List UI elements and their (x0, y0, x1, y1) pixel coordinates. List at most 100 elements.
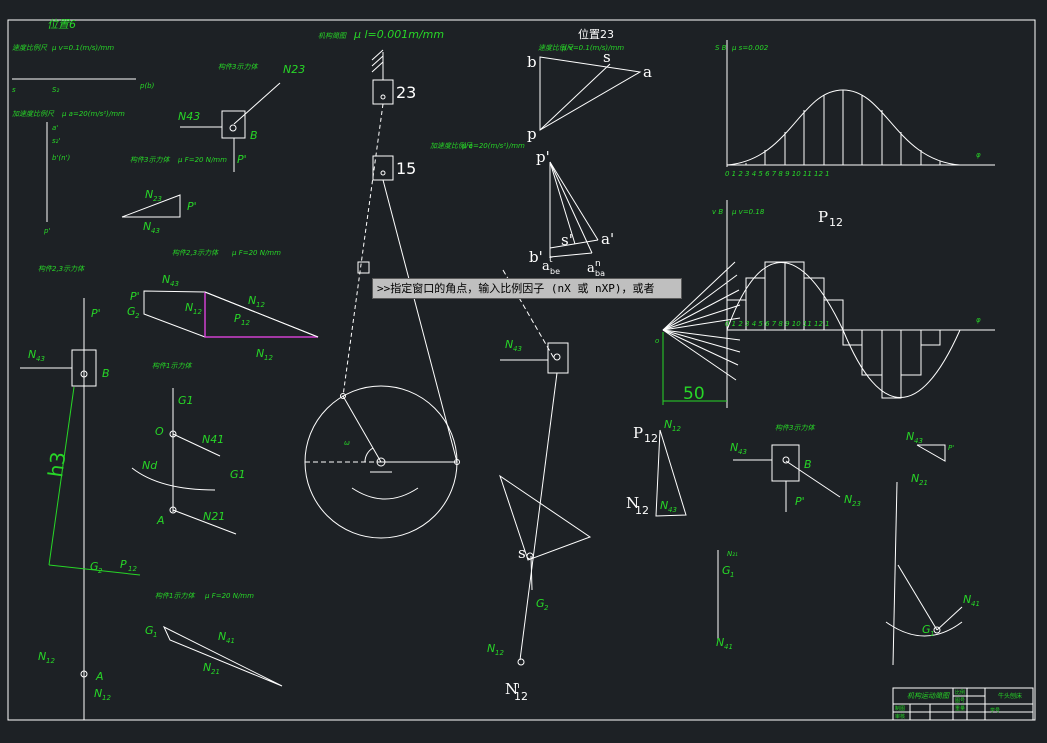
svg-text:P': P' (948, 444, 954, 452)
svg-text:构件1示力体: 构件1示力体 (152, 362, 192, 370)
svg-text:12: 12 (495, 649, 504, 657)
svg-text:41: 41 (226, 637, 235, 645)
svg-text:p': p' (43, 227, 50, 235)
svg-text:P': P' (237, 153, 247, 166)
svg-text:N: N (730, 441, 738, 454)
svg-text:μ F=20 N/mm: μ F=20 N/mm (177, 156, 227, 164)
svg-text:a: a (542, 259, 550, 274)
svg-text:43: 43 (668, 506, 677, 514)
svg-text:41: 41 (971, 600, 980, 608)
svg-text:1: 1 (930, 630, 934, 638)
svg-text:A: A (95, 670, 104, 683)
svg-text:G: G (722, 564, 731, 577)
svg-text:P': P' (91, 307, 101, 320)
svg-text:B: B (250, 129, 258, 142)
svg-text:43: 43 (170, 280, 179, 288)
svg-text:P: P (633, 424, 643, 442)
svg-text:s₂': s₂' (52, 137, 60, 145)
svg-text:μ v=0.1(m/s)/mm: μ v=0.1(m/s)/mm (561, 44, 624, 52)
svg-text:N: N (716, 636, 724, 649)
panel-position6: 位置6 速度比例尺 μ v=0.1(m/s)/mm s S₂ p(b) 加速度比… (12, 18, 155, 235)
svg-text:43: 43 (151, 227, 160, 235)
svg-text:μ a=20(m/s²)/mm: μ a=20(m/s²)/mm (61, 110, 125, 118)
svg-text:μ F=20 N/mm: μ F=20 N/mm (204, 592, 254, 600)
svg-text:N: N (145, 188, 153, 201)
svg-text:12: 12 (256, 301, 265, 309)
svg-text:N: N (143, 220, 151, 233)
svg-text:N: N (487, 642, 495, 655)
panel-position23: 位置23 速度比例尺 μ v=0.1(m/s)/mm b s a p 加速度比例… (430, 27, 652, 278)
svg-text:12: 12 (264, 354, 273, 362)
svg-text:审核: 审核 (895, 713, 905, 720)
svg-text:12: 12 (241, 319, 250, 327)
svg-text:N41: N41 (202, 433, 224, 446)
svg-text:b'(n'): b'(n') (52, 154, 70, 162)
panel-member3-top: 构件3示力体 N23 N43 B P' 构件3示力体 μ F=20 N/mm N… (121, 63, 305, 235)
svg-text:N: N (38, 650, 46, 663)
svg-text:p': p' (536, 148, 550, 166)
svg-text:21: 21 (211, 668, 220, 676)
svg-text:构件2,3示力体: 构件2,3示力体 (172, 249, 219, 257)
svg-text:2: 2 (544, 604, 549, 612)
svg-text:构件3示力体: 构件3示力体 (775, 424, 815, 432)
svg-text:N: N (203, 661, 211, 674)
svg-text:学号: 学号 (990, 707, 1000, 714)
svg-text:φ: φ (976, 151, 981, 159)
svg-text:P': P' (187, 200, 197, 213)
svg-text:N: N (248, 294, 256, 307)
svg-text:h3: h3 (43, 450, 70, 478)
svg-text:41: 41 (724, 643, 733, 651)
svg-text:构件3示力体: 构件3示力体 (130, 156, 170, 164)
sheet-border (7, 19, 1036, 721)
mechanism-diagram: 机构简图 μ l=0.001m/mm 23 15 ω (304, 28, 460, 539)
svg-text:构件1示力体: 构件1示力体 (155, 592, 195, 600)
svg-text:23: 23 (153, 195, 162, 203)
svg-text:构件3示力体: 构件3示力体 (218, 63, 258, 71)
svg-text:s: s (518, 544, 526, 562)
svg-text:N: N (844, 493, 852, 506)
svg-text:n: n (595, 259, 601, 269)
svg-text:0 1 2 3 4 5: 0 1 2 3 4 5 6 7 8 9 10 11 12 1 (725, 170, 830, 178)
svg-text:μ s=0.002: μ s=0.002 (731, 44, 769, 52)
svg-text:p(b): p(b) (139, 82, 155, 90)
svg-text:12: 12 (829, 216, 843, 229)
svg-text:a': a' (601, 230, 614, 248)
svg-text:G: G (145, 624, 154, 637)
svg-text:43: 43 (738, 448, 747, 456)
svg-text:G: G (127, 305, 136, 318)
svg-text:P': P' (130, 290, 140, 303)
svg-text:机构运动简图: 机构运动简图 (907, 692, 950, 700)
svg-text:φ: φ (976, 316, 981, 324)
svg-text:N: N (911, 472, 919, 485)
svg-text:G: G (922, 623, 931, 636)
svg-text:N: N (963, 593, 971, 606)
panel-member1: 构件1示力体 G1 O N41 Nd G1 N21 A (131, 362, 246, 535)
label-23: 23 (396, 83, 416, 102)
svg-text:ba: ba (595, 269, 605, 278)
svg-text:P: P (120, 558, 127, 571)
svg-text:o: o (655, 337, 659, 345)
svg-text:加速度比例尺: 加速度比例尺 (12, 110, 55, 118)
svg-text:A: A (156, 514, 165, 527)
svg-text:G: G (536, 597, 545, 610)
svg-text:12: 12 (46, 657, 55, 665)
svg-text:a: a (587, 261, 595, 276)
svg-text:N: N (664, 418, 672, 431)
svg-text:N: N (185, 301, 193, 314)
svg-text:牛头刨床: 牛头刨床 (998, 692, 1022, 700)
svg-text:t: t (549, 255, 553, 265)
svg-text:S B: S B (715, 44, 727, 52)
svg-text:12: 12 (635, 504, 649, 517)
svg-text:μ v=0.1(m/s)/mm: μ v=0.1(m/s)/mm (51, 44, 114, 52)
svg-text:43: 43 (513, 345, 522, 353)
svg-text:S₂: S₂ (52, 86, 59, 94)
svg-text:N: N (162, 273, 170, 286)
svg-text:μ a=20(m/s²)/mm: μ a=20(m/s²)/mm (461, 142, 525, 150)
svg-text:0 1 2 3 4 5: 0 1 2 3 4 5 6 7 8 9 10 11 12 1 (725, 320, 830, 328)
svg-text:12: 12 (672, 425, 681, 433)
svg-text:21: 21 (919, 479, 928, 487)
svg-text:μ v=0.18: μ v=0.18 (731, 208, 765, 216)
